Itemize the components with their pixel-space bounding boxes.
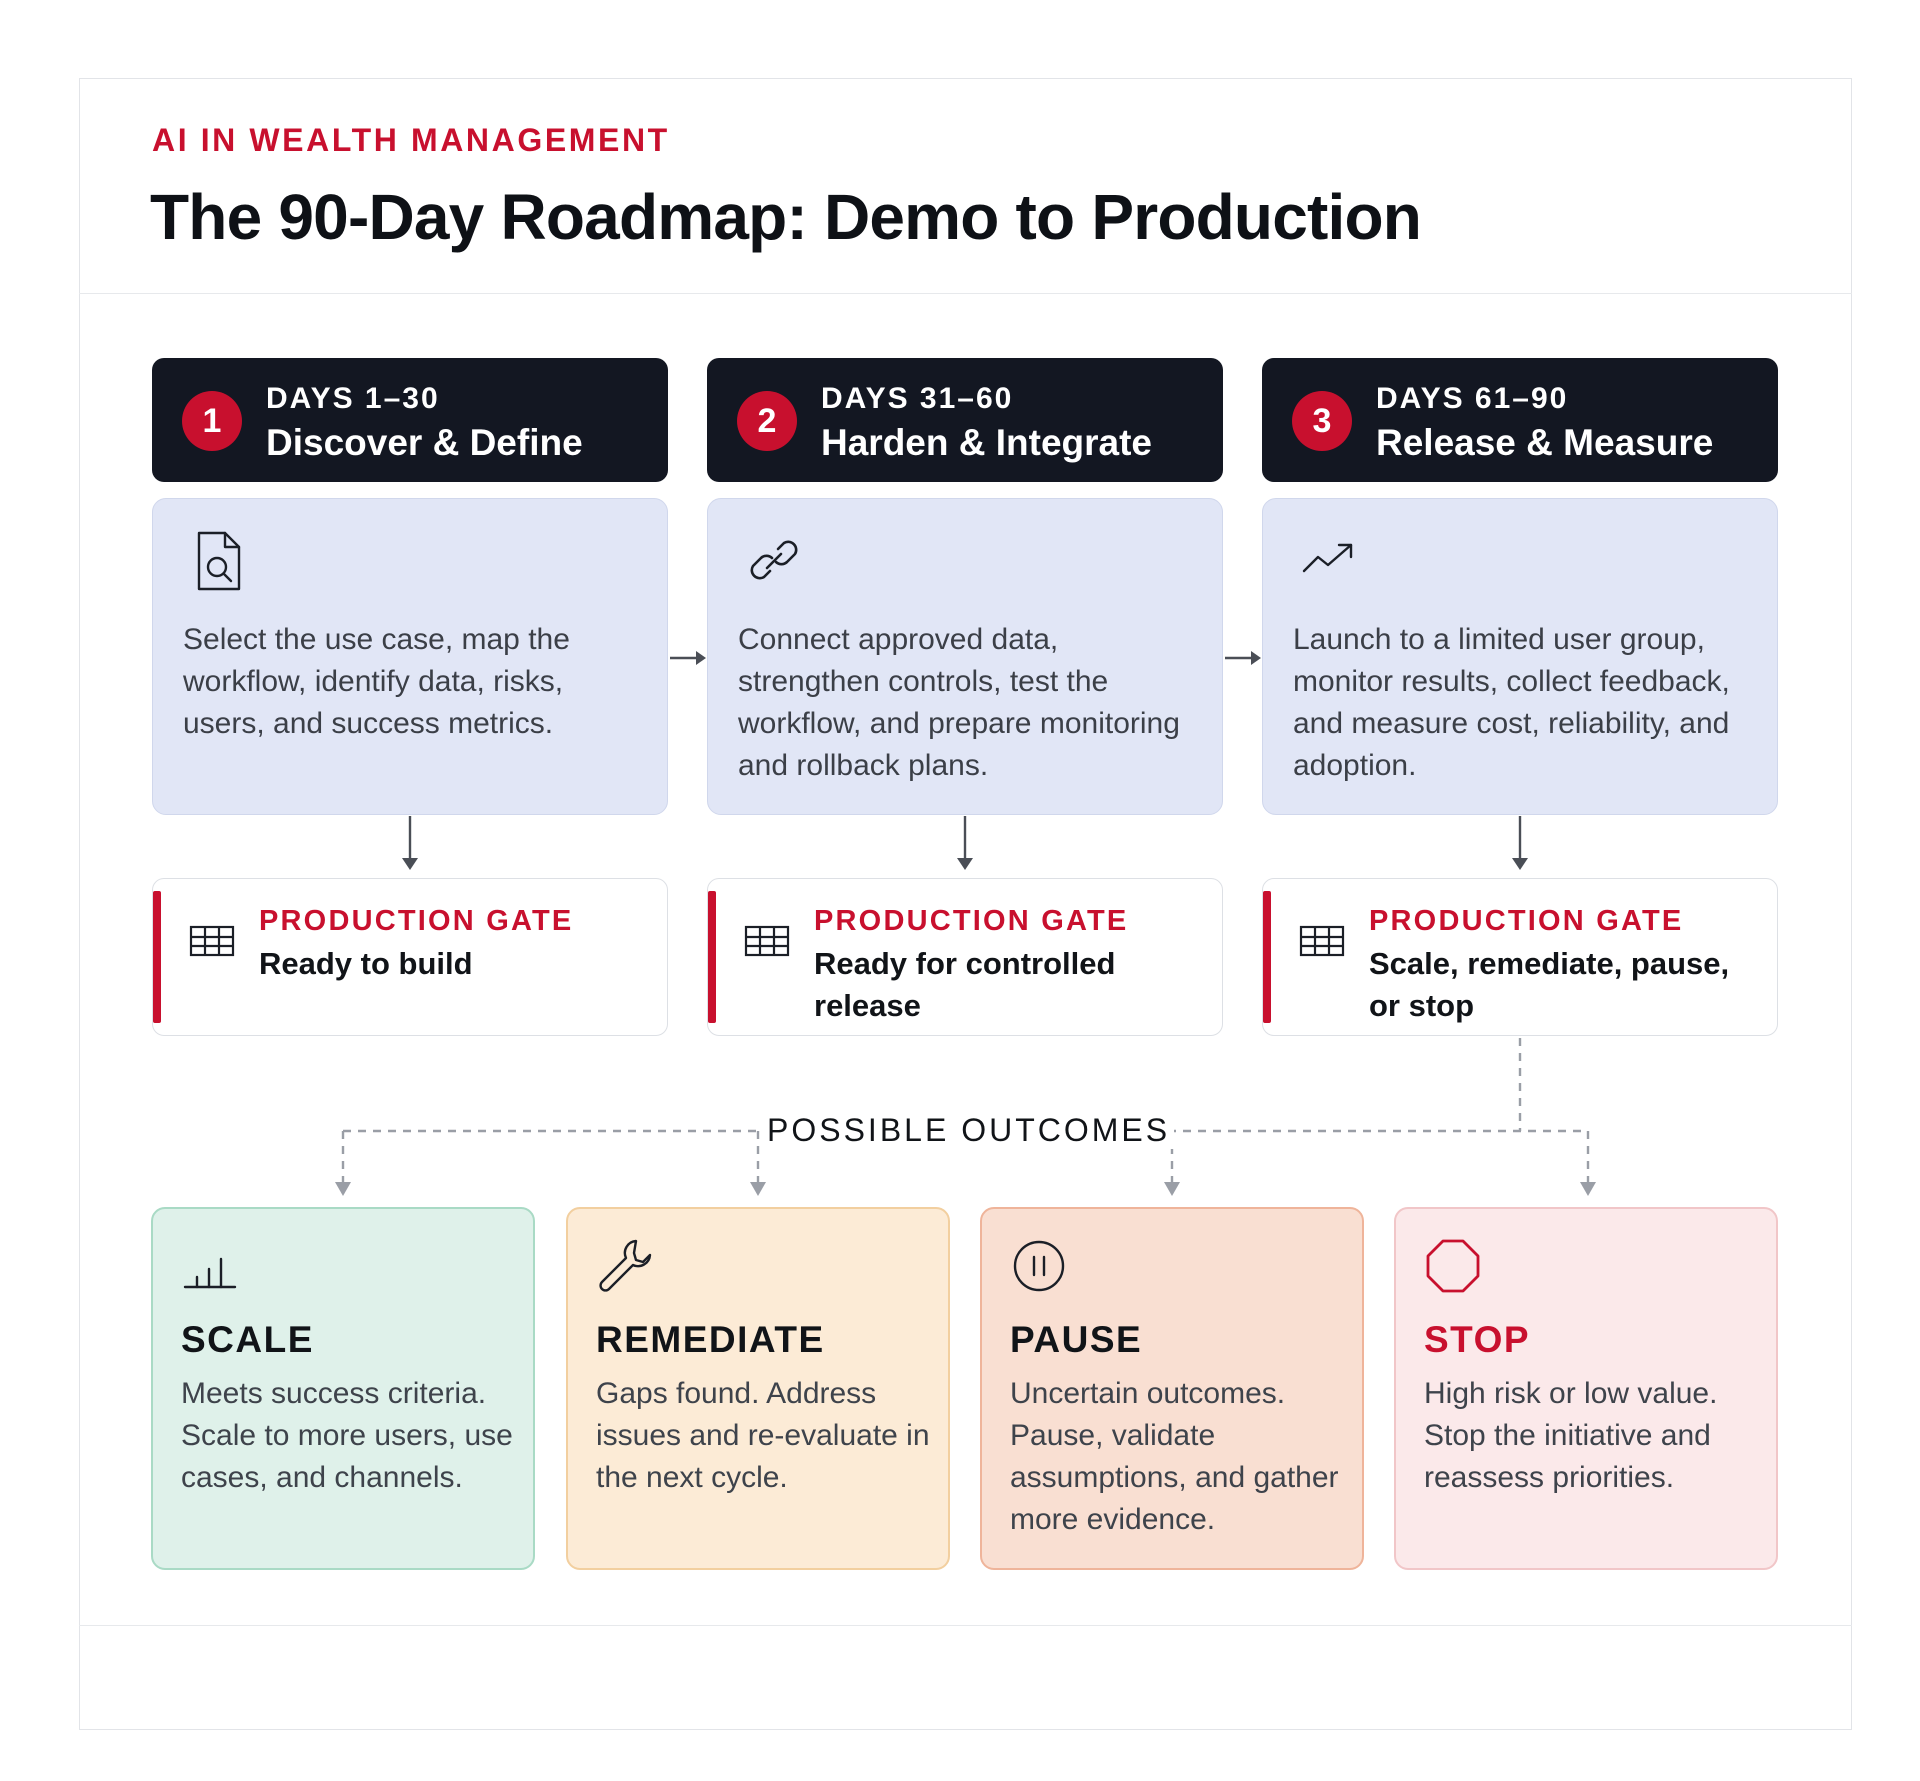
trending-up-icon xyxy=(1302,543,1353,573)
phase-number-badge: 3 xyxy=(1292,391,1352,451)
production-gate-1: PRODUCTION GATE Ready to build xyxy=(152,878,668,1036)
outcome-title: STOP xyxy=(1424,1319,1531,1360)
bar-chart-icon xyxy=(183,1257,237,1289)
outcome-card-scale: SCALE Meets success criteria. Scale to m… xyxy=(151,1207,535,1570)
outcome-card-remediate: REMEDIATE Gaps found. Address issues and… xyxy=(566,1207,950,1570)
outcome-text: High risk or low value. Stop the initiat… xyxy=(1424,1377,1718,1494)
gate-label: PRODUCTION GATE xyxy=(814,905,1129,937)
document-search-icon xyxy=(197,531,241,591)
phase-name: Harden & Integrate xyxy=(821,422,1153,463)
phase-name: Release & Measure xyxy=(1376,422,1714,463)
wrench-icon xyxy=(599,1239,652,1292)
phase-header-1: 1 DAYS 1–30 Discover & Define xyxy=(152,358,668,482)
phase-body-3: Launch to a limited user group, monitor … xyxy=(1262,498,1778,815)
possible-outcomes-label: POSSIBLE OUTCOMES xyxy=(763,1112,1175,1149)
phase-description: Launch to a limited user group, monitor … xyxy=(1293,623,1730,782)
phase-days: DAYS 61–90 xyxy=(1376,382,1569,415)
phase-number-badge: 2 xyxy=(737,391,797,451)
grid-table-icon xyxy=(744,925,790,957)
gate-label: PRODUCTION GATE xyxy=(259,905,574,937)
down-arrow-icon xyxy=(1512,816,1528,870)
page-title: The 90-Day Roadmap: Demo to Production xyxy=(150,181,1422,253)
outcome-title: SCALE xyxy=(181,1319,314,1360)
phase-days: DAYS 1–30 xyxy=(266,382,440,415)
phase-header-3: 3 DAYS 61–90 Release & Measure xyxy=(1262,358,1778,482)
phase-description: Select the use case, map the workflow, i… xyxy=(183,623,570,740)
pause-icon xyxy=(1013,1240,1065,1292)
production-gate-2: PRODUCTION GATE Ready for controlled rel… xyxy=(707,878,1223,1036)
footer-divider xyxy=(79,1625,1852,1626)
outcome-card-stop: STOP High risk or low value. Stop the in… xyxy=(1394,1207,1778,1570)
grid-table-icon xyxy=(1299,925,1345,957)
phase-body-1: Select the use case, map the workflow, i… xyxy=(152,498,668,815)
production-gate-3: PRODUCTION GATE Scale, remediate, pause,… xyxy=(1262,878,1778,1036)
outcome-title: PAUSE xyxy=(1010,1319,1143,1360)
down-arrow-icon xyxy=(402,816,418,870)
phase-number-badge: 1 xyxy=(182,391,242,451)
gate-accent-bar xyxy=(1263,891,1271,1023)
phase-header-2: 2 DAYS 31–60 Harden & Integrate xyxy=(707,358,1223,482)
phase-body-2: Connect approved data, strengthen contro… xyxy=(707,498,1223,815)
link-icon xyxy=(750,540,798,580)
outcome-title: REMEDIATE xyxy=(596,1319,825,1360)
grid-table-icon xyxy=(189,925,235,957)
outcome-card-pause: PAUSE Uncertain outcomes. Pause, validat… xyxy=(980,1207,1364,1570)
gate-label: PRODUCTION GATE xyxy=(1369,905,1684,937)
eyebrow-label: AI IN WEALTH MANAGEMENT xyxy=(152,122,670,158)
stop-octagon-icon xyxy=(1426,1239,1480,1293)
gate-accent-bar xyxy=(708,891,716,1023)
down-arrow-icon xyxy=(957,816,973,870)
phase-days: DAYS 31–60 xyxy=(821,382,1014,415)
gate-text: Ready for controlled release xyxy=(814,946,1116,1023)
right-arrow-icon xyxy=(1225,651,1261,665)
header-divider xyxy=(79,293,1852,294)
phase-description: Connect approved data, strengthen contro… xyxy=(738,623,1180,782)
outcome-text: Uncertain outcomes. Pause, validate assu… xyxy=(1010,1377,1339,1536)
phase-name: Discover & Define xyxy=(266,422,583,463)
gate-accent-bar xyxy=(153,891,161,1023)
outcome-text: Meets success criteria. Scale to more us… xyxy=(181,1377,513,1494)
gate-text: Ready to build xyxy=(259,946,473,981)
gate-text: Scale, remediate, pause, or stop xyxy=(1369,946,1730,1023)
outcome-text: Gaps found. Address issues and re-evalua… xyxy=(596,1377,930,1494)
right-arrow-icon xyxy=(670,651,706,665)
